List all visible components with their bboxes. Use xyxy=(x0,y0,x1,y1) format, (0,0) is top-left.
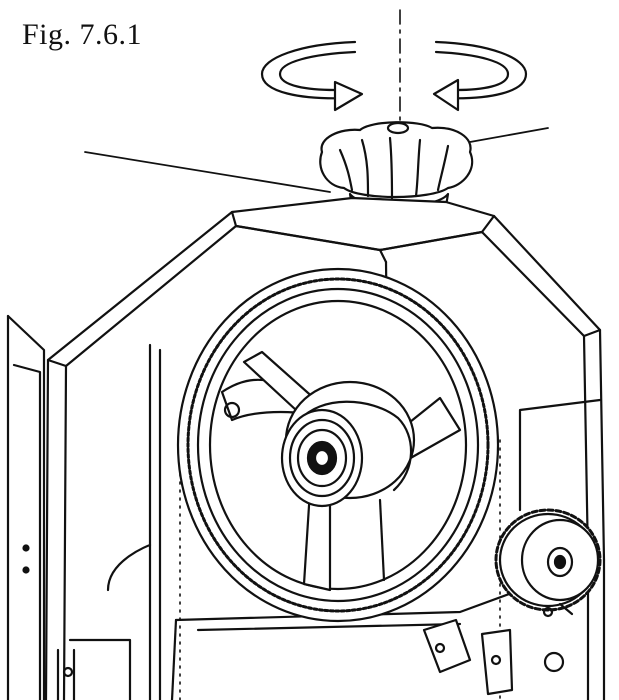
rotation-arrow-right-icon xyxy=(432,40,528,112)
band-wheel xyxy=(176,267,500,623)
rotation-arrow-left-icon xyxy=(260,40,364,112)
inner-frame xyxy=(106,343,522,700)
figure-label: Fig. 7.6.1 xyxy=(22,18,143,51)
leader-line-left xyxy=(84,151,331,193)
leader-line-right xyxy=(469,127,549,143)
housing-top xyxy=(230,196,496,264)
bottom-bracket xyxy=(422,606,565,696)
tracking-knob xyxy=(494,508,602,616)
housing-door xyxy=(6,314,132,700)
